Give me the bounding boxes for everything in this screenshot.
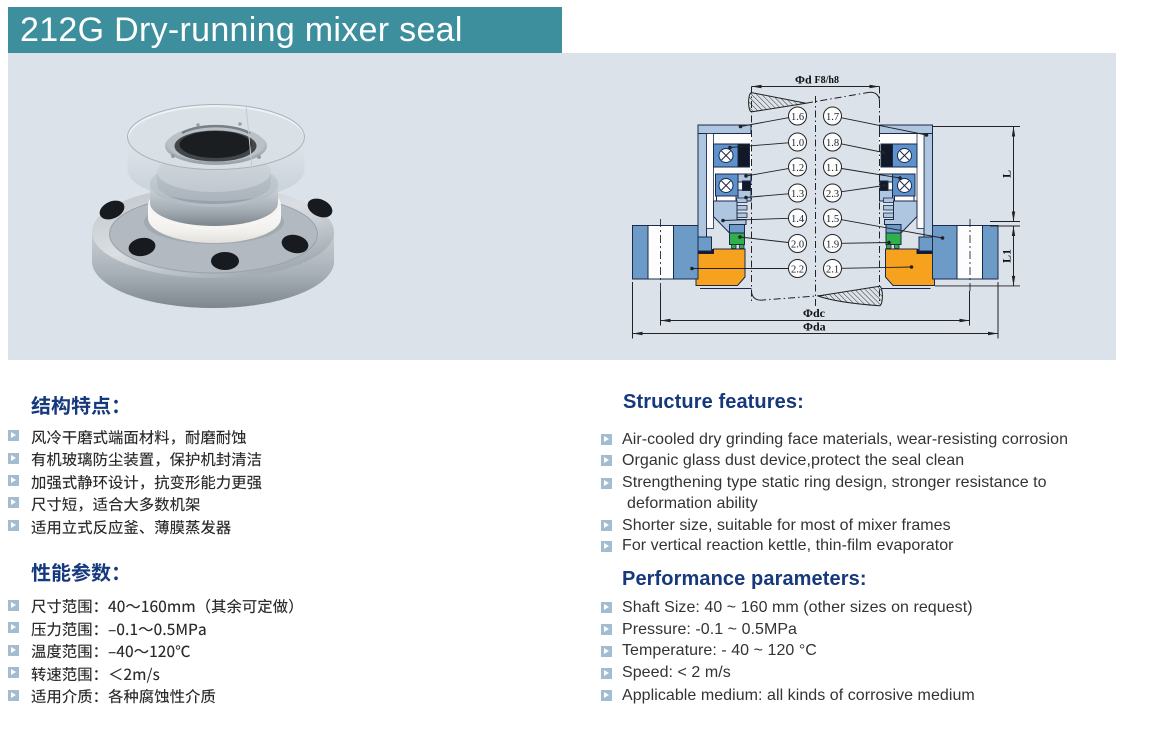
svg-text:1.5: 1.5 (826, 214, 839, 225)
svg-text:1.3: 1.3 (791, 189, 804, 200)
svg-text:2.2: 2.2 (791, 265, 804, 276)
svg-text:L1: L1 (1000, 249, 1014, 263)
svg-text:F8/h8: F8/h8 (815, 75, 839, 86)
svg-text:1.7: 1.7 (826, 112, 839, 123)
svg-text:1.0: 1.0 (791, 138, 804, 149)
svg-text:Φdc: Φdc (803, 306, 826, 320)
svg-text:1.8: 1.8 (826, 138, 839, 149)
svg-text:1.1: 1.1 (826, 163, 839, 174)
svg-text:1.9: 1.9 (826, 240, 839, 251)
svg-text:2.1: 2.1 (826, 265, 839, 276)
svg-text:2.3: 2.3 (826, 189, 839, 200)
svg-text:L: L (1000, 170, 1014, 178)
svg-text:Φd: Φd (795, 73, 812, 87)
svg-text:1.2: 1.2 (791, 163, 804, 174)
svg-text:1.6: 1.6 (791, 112, 804, 123)
svg-text:2.0: 2.0 (791, 240, 804, 251)
svg-text:1.4: 1.4 (791, 214, 805, 225)
svg-text:Φda: Φda (803, 320, 826, 334)
